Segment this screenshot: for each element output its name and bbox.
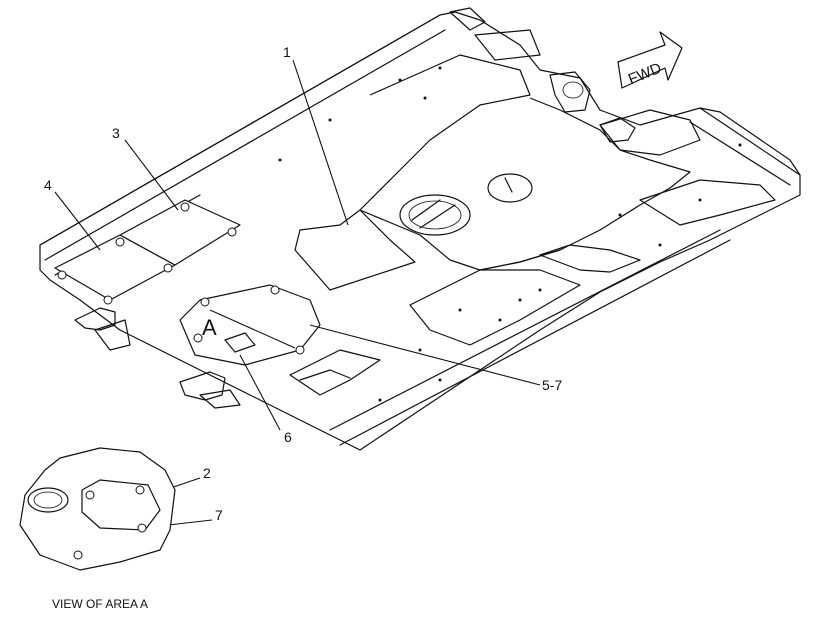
callout-7: 7 bbox=[215, 507, 223, 523]
swing-openings bbox=[399, 173, 533, 236]
callout-3: 3 bbox=[112, 125, 120, 141]
cover-plate-3 bbox=[119, 199, 241, 266]
deck-holes bbox=[278, 66, 742, 402]
detail-cover-plate bbox=[81, 479, 161, 531]
callout-5-7: 5-7 bbox=[542, 377, 562, 393]
right-deck-details bbox=[289, 109, 776, 396]
area-a-marker: A bbox=[202, 315, 217, 340]
front-brackets bbox=[74, 307, 241, 409]
callout-2: 2 bbox=[203, 465, 211, 481]
frame-outline bbox=[39, 11, 801, 451]
center-deck-plate bbox=[294, 54, 691, 291]
fwd-arrow: FWD bbox=[617, 31, 683, 89]
callout-4: 4 bbox=[44, 177, 52, 193]
detail-view-area-a: 2 7 bbox=[19, 447, 223, 571]
detail-caption: VIEW OF AREA A bbox=[52, 597, 148, 611]
rear-mounts bbox=[449, 7, 636, 143]
callout-6: 6 bbox=[284, 429, 292, 445]
callout-1: 1 bbox=[283, 44, 291, 60]
cover-plate-6 bbox=[179, 284, 321, 366]
bolts bbox=[57, 202, 305, 355]
